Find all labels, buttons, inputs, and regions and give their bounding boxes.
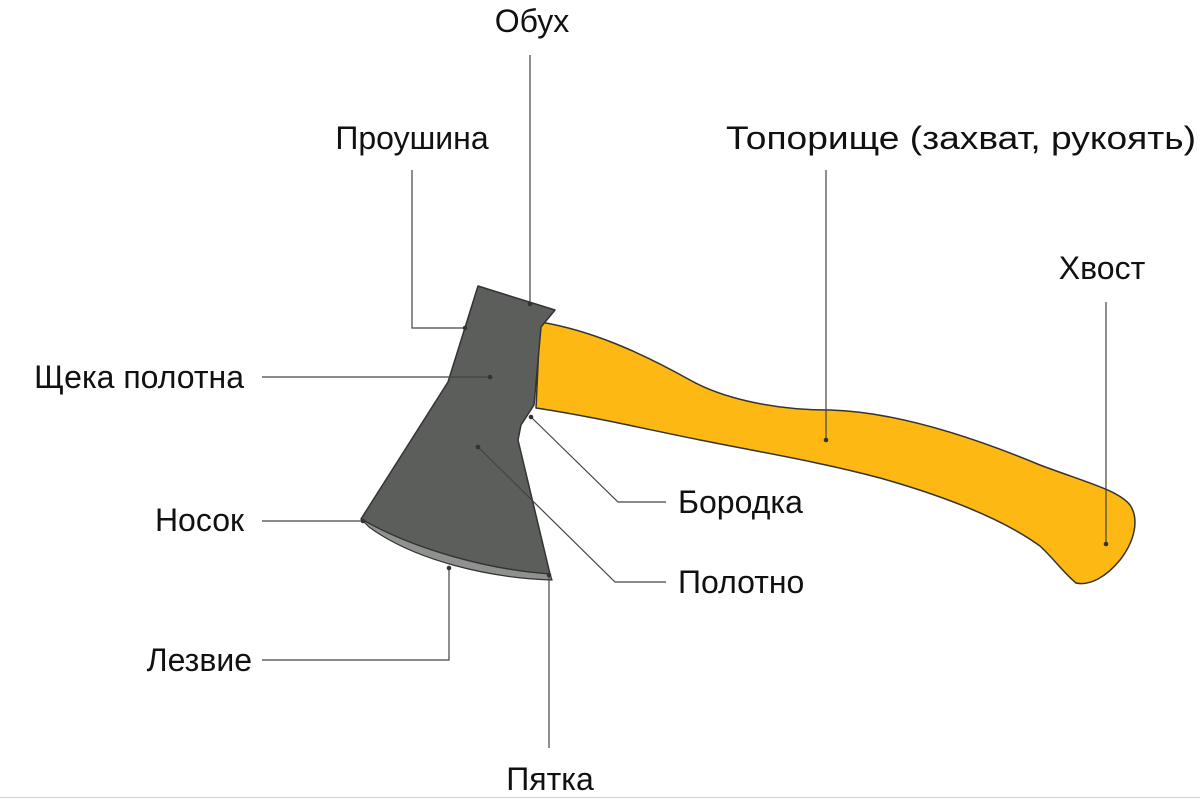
dot-shcheka [487, 374, 493, 380]
dot-borodka [528, 414, 534, 420]
dot-lezvie [446, 565, 452, 571]
label-polotno: Полотно [678, 564, 804, 600]
axe-head [360, 285, 556, 575]
leader-lines [262, 55, 1107, 748]
label-lezvie: Лезвие [147, 642, 252, 678]
label-shcheka: Щека полотна [34, 359, 244, 395]
leader-polotno [477, 446, 666, 583]
dot-toporishche [823, 437, 829, 443]
anchor-dots [360, 301, 1109, 578]
dot-polotno [475, 444, 481, 450]
label-proushina: Проушина [335, 120, 488, 156]
dot-proushina [462, 325, 468, 331]
label-khvost: Хвост [1059, 250, 1146, 286]
dot-obukh [527, 301, 533, 307]
bottom-divider [0, 797, 1200, 798]
leader-borodka [530, 416, 666, 503]
leader-proushina [411, 170, 465, 329]
dot-pyatka [546, 572, 552, 578]
label-nosok: Носок [155, 502, 245, 538]
axe-cutting-edge [360, 518, 553, 581]
axe-handle [535, 321, 1136, 585]
label-obukh: Обух [495, 3, 570, 39]
dot-khvost [1103, 541, 1109, 547]
label-borodka: Бородка [678, 484, 803, 520]
dot-nosok [360, 518, 366, 524]
label-toporishche: Топорище (захват, рукоять) [726, 120, 1196, 156]
leader-lezvie [262, 568, 450, 661]
label-pyatka: Пятка [506, 761, 594, 797]
